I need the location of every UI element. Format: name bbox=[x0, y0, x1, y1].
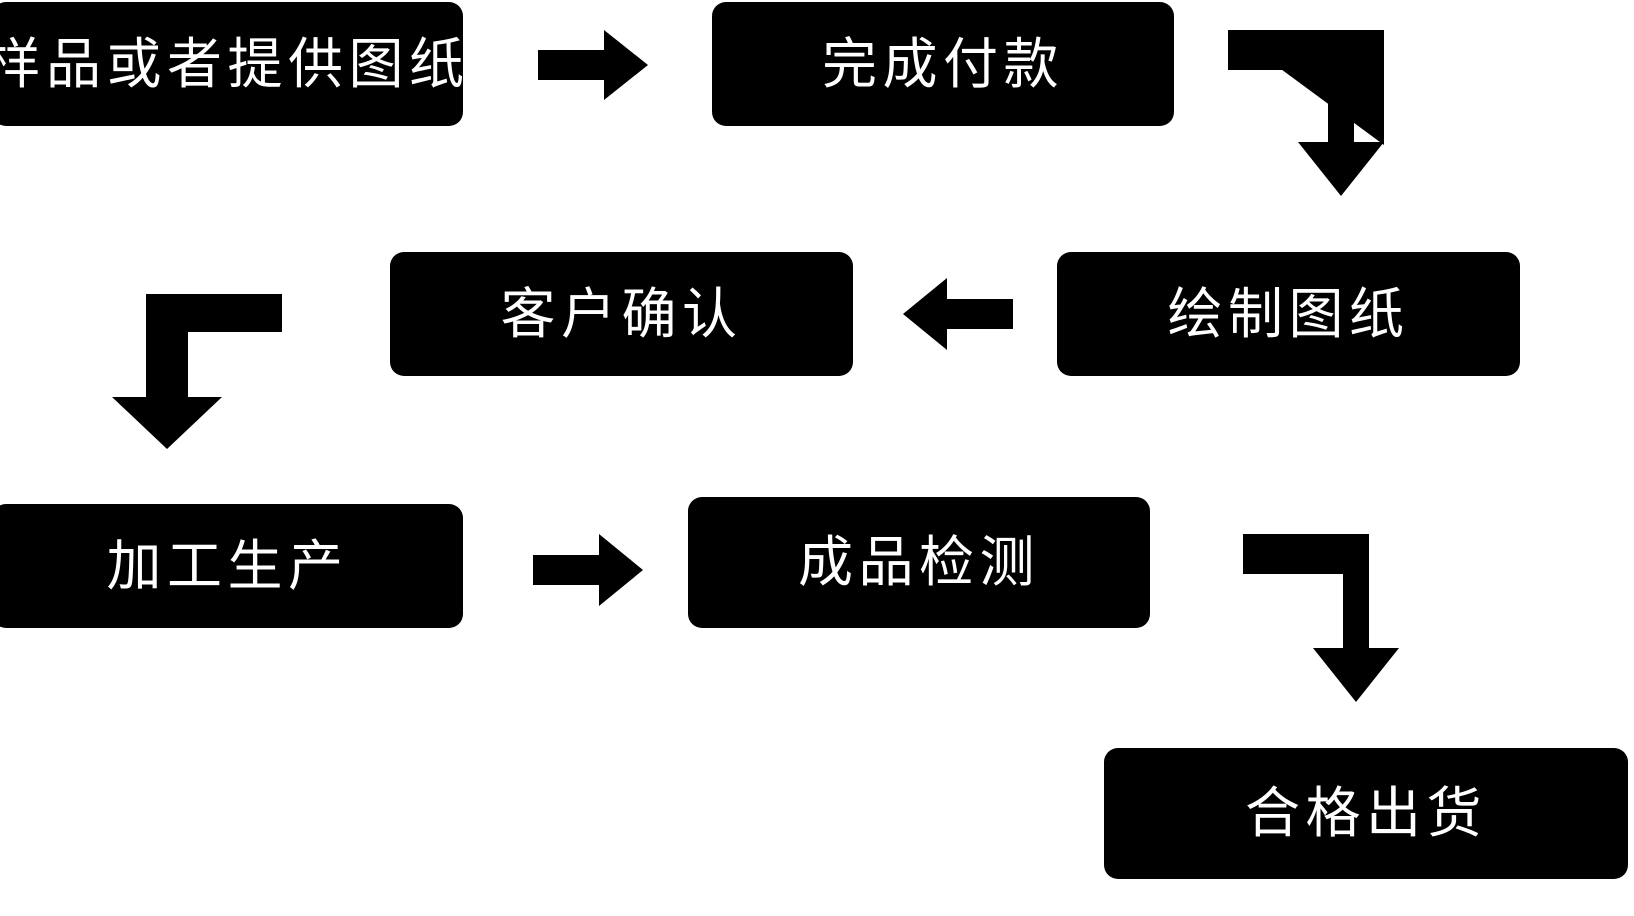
arrow-right-icon-sample-to-payment bbox=[538, 30, 648, 100]
flow-node-finished-product-inspection[interactable]: 成品检测 bbox=[688, 497, 1150, 628]
flow-node-label: 合格出货 bbox=[1244, 782, 1487, 845]
elbow-arrow-down-icon-confirm-to-production bbox=[112, 294, 282, 449]
flow-node-label: 成品检测 bbox=[797, 531, 1040, 594]
arrow-right-icon-production-to-inspection bbox=[533, 534, 643, 606]
flow-node-label: 完成付款 bbox=[821, 32, 1064, 95]
flow-node-label: 加工生产 bbox=[106, 534, 349, 597]
flow-node-draw-drawing[interactable]: 绘制图纸 bbox=[1057, 252, 1520, 376]
elbow-arrow-down-icon-inspection-to-shipping bbox=[1243, 534, 1399, 702]
flow-node-qualified-shipment[interactable]: 合格出货 bbox=[1104, 748, 1628, 879]
flow-node-label: 绘制图纸 bbox=[1167, 282, 1410, 345]
flow-node-label: 样品或者提供图纸 bbox=[0, 32, 470, 95]
flow-node-customer-confirm[interactable]: 客户确认 bbox=[390, 252, 853, 376]
elbow-arrow-down-icon-payment-to-drawing bbox=[1228, 30, 1384, 196]
flow-node-complete-payment[interactable]: 完成付款 bbox=[712, 2, 1174, 126]
arrow-left-icon-drawing-to-confirm bbox=[903, 278, 1013, 350]
flow-node-label: 客户确认 bbox=[500, 282, 743, 345]
flow-node-sample-or-drawing[interactable]: 样品或者提供图纸 bbox=[0, 2, 464, 126]
flow-node-production[interactable]: 加工生产 bbox=[0, 504, 463, 628]
